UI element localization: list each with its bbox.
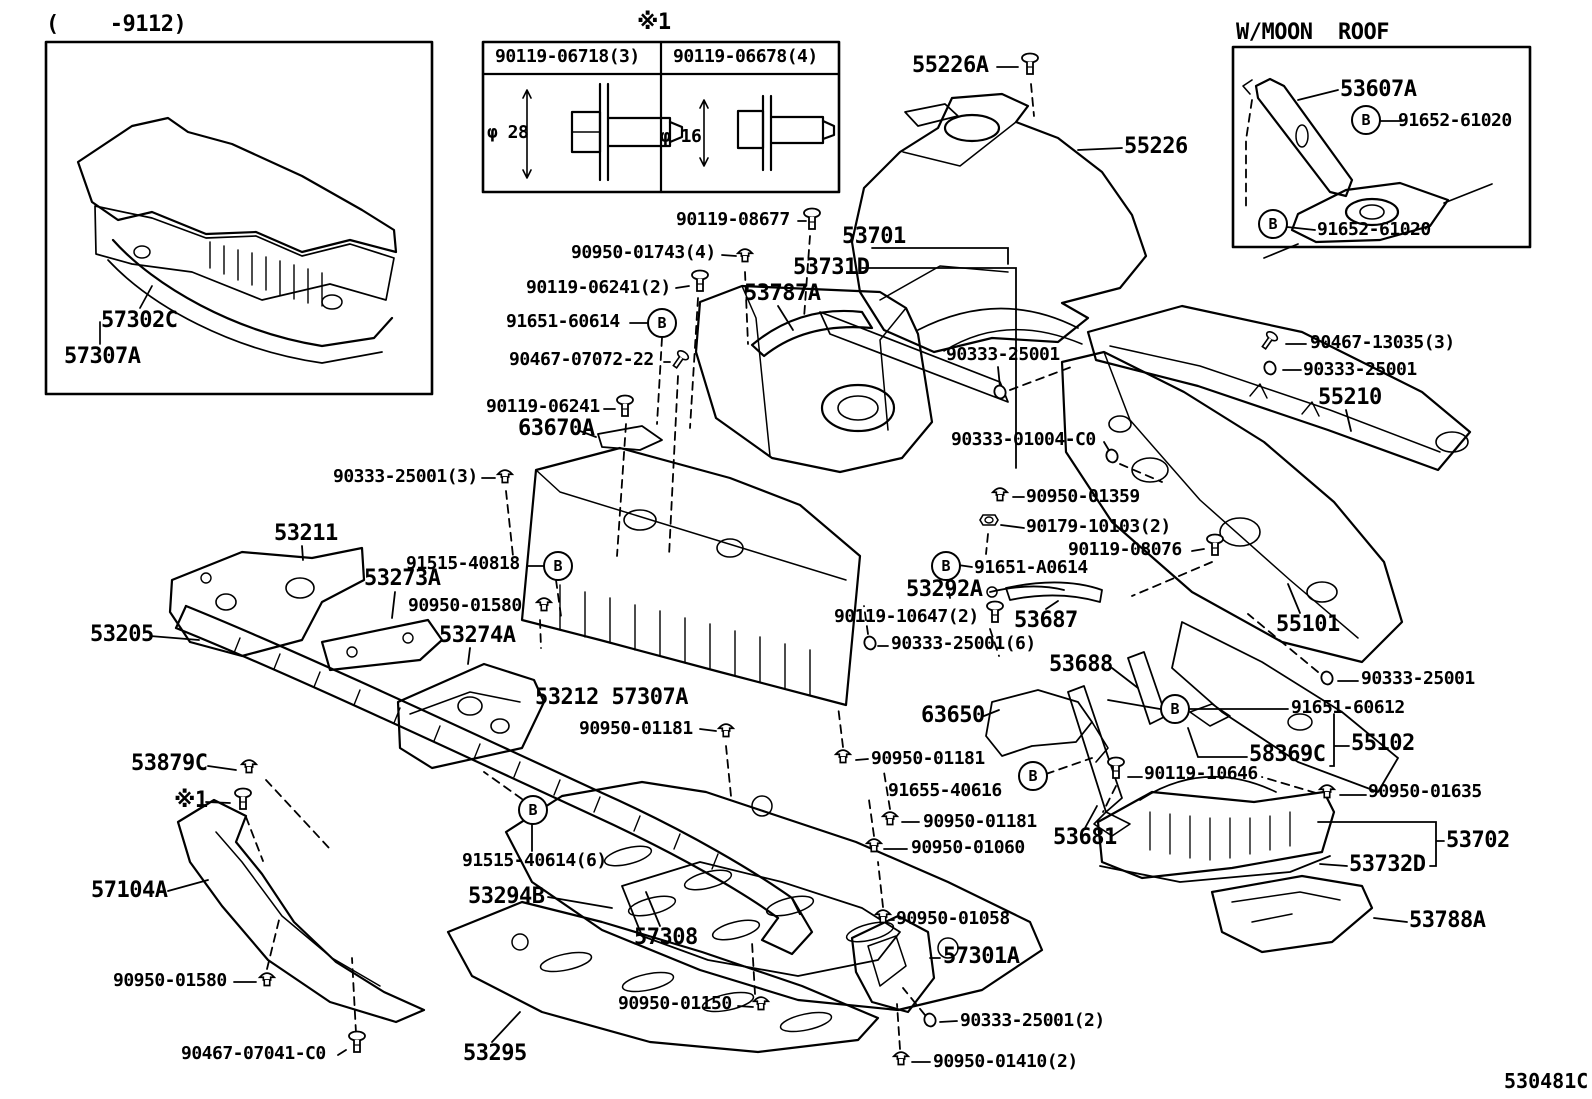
drawing-code: 530481C [1504,1069,1589,1093]
